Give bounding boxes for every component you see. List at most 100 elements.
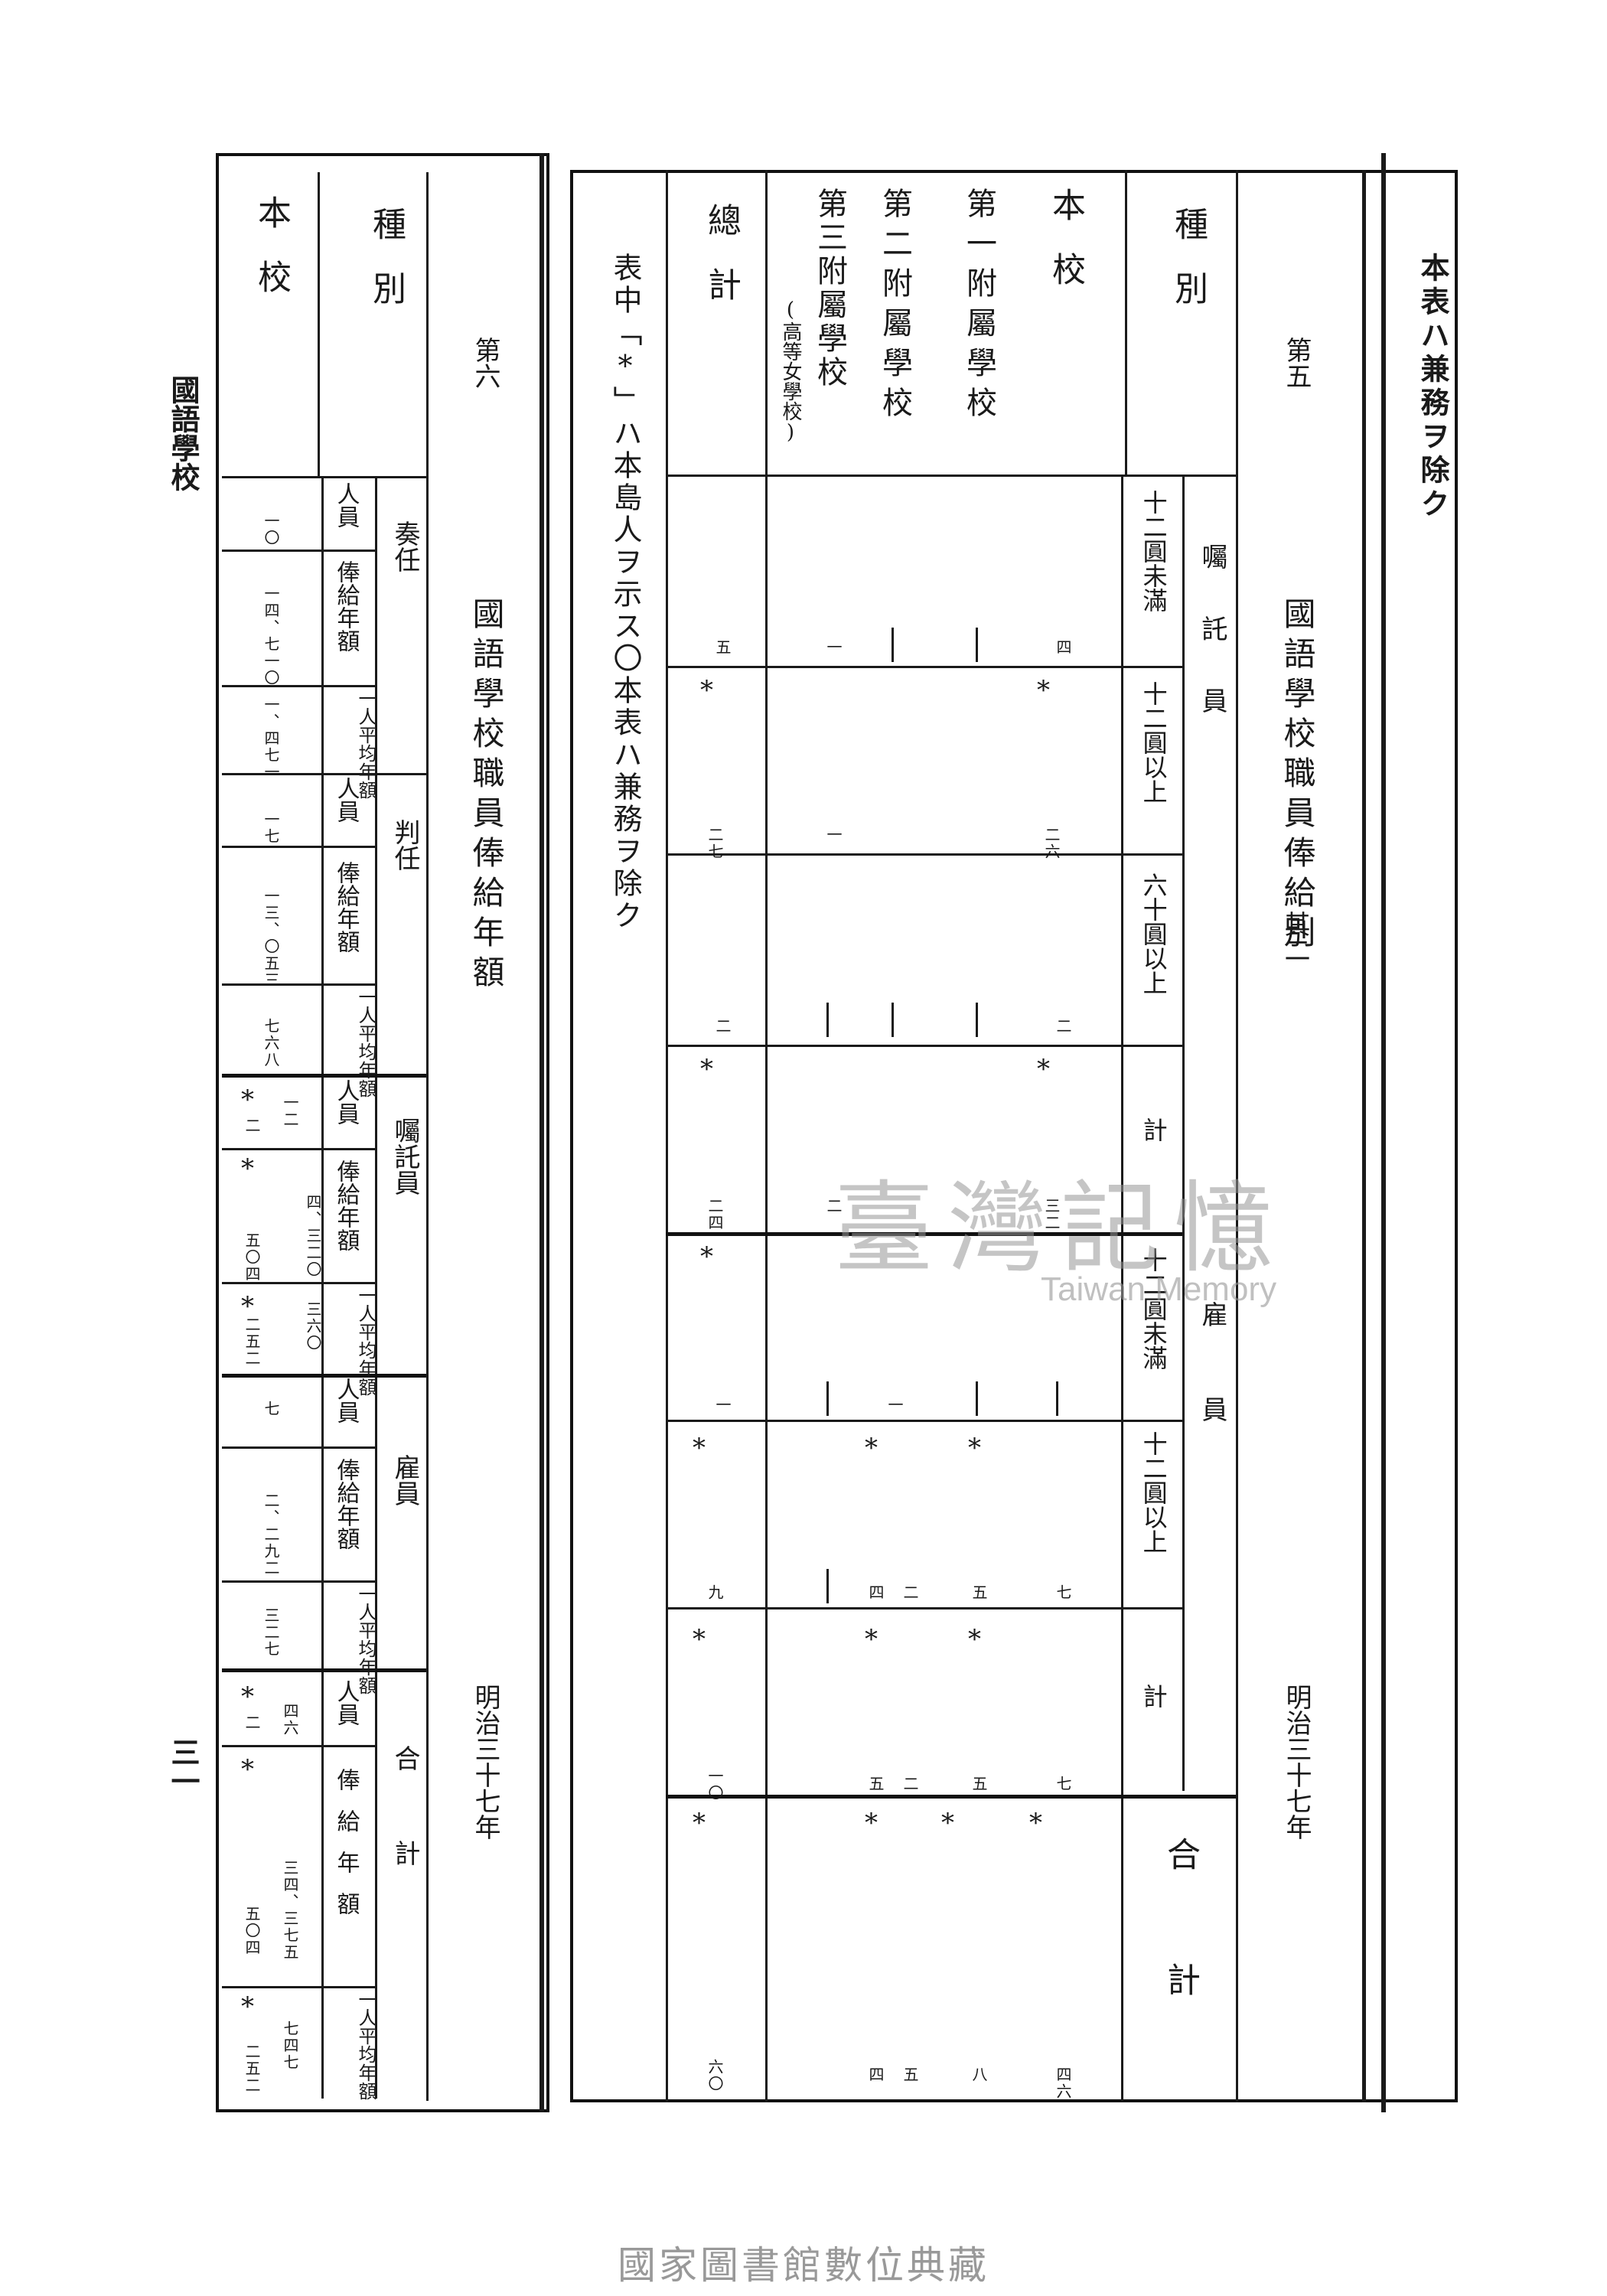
native-value: 二五二 (243, 2043, 261, 2094)
group-yatoi: 雇員 (390, 1454, 420, 1506)
value-cell: 七四七 (281, 2020, 299, 2071)
cell: 七 (1054, 1776, 1072, 1792)
row-rule (222, 685, 375, 687)
band-rule (666, 1420, 1182, 1422)
value-cell: 一、四七一 (262, 696, 280, 781)
cell: 一〇 (706, 1768, 724, 1802)
cell: 五 (970, 1776, 988, 1792)
cell: 四 (1054, 639, 1072, 656)
cell: 六〇 (706, 2059, 724, 2092)
band-rule (666, 1607, 1182, 1609)
cell: 九 (706, 1584, 724, 1601)
col-header: 十二圓未滿 (1139, 1247, 1169, 1370)
running-head: 國語學校 (166, 375, 200, 491)
row-header-first: 第一附屬學校 (961, 188, 996, 426)
tick-mark (826, 1569, 829, 1603)
value-cell: 一〇 (262, 513, 280, 546)
subheader-count: 人員 (332, 482, 360, 528)
cell: 四 (866, 2066, 885, 2083)
cell: 八 (970, 2066, 988, 2083)
row-rule (222, 550, 375, 552)
col-rule (318, 172, 320, 478)
row-rule (222, 1986, 375, 1988)
table5-subtitle: 其二 (1279, 911, 1310, 963)
frame-rule (1362, 170, 1366, 2102)
group-rule (222, 1668, 426, 1672)
subheader-average: 一人平均年額 (355, 1990, 376, 2100)
cell: 二 (824, 1198, 843, 1215)
native-value: 二 (243, 1117, 261, 1134)
cell: 四六 (1054, 2066, 1072, 2100)
group-rule (222, 1074, 426, 1078)
row-header-main: 本校 (1046, 188, 1085, 316)
tick-mark (826, 1381, 829, 1416)
subheader-average: 一人平均年額 (355, 689, 376, 799)
table5-number: 第五 (1281, 337, 1312, 389)
school-header: 本校 (252, 195, 291, 324)
value-cell: 三六〇 (304, 1301, 322, 1352)
group-yatoi: 雇員 (1197, 1301, 1227, 1491)
cell: 一 (885, 1397, 904, 1414)
native-marker: * (941, 1808, 954, 1838)
subheader-salary: 俸給年額 (332, 1768, 360, 1933)
table6-number: 第六 (470, 337, 500, 389)
subheader-count: 人員 (332, 777, 360, 823)
cell: 七 (1054, 1584, 1072, 1601)
row-rule (222, 1580, 375, 1583)
group-sonin: 奏任 (390, 520, 420, 572)
table5-frame (570, 170, 1458, 2102)
native-marker: * (700, 1241, 713, 1272)
row-rule (222, 1745, 375, 1747)
col-header: 計 (1139, 1117, 1169, 1142)
table5-note: 表中「*」ハ本島人ヲ示ス〇本表ハ兼務ヲ除ク (608, 253, 642, 932)
tick-mark (892, 628, 894, 662)
right-note: 本表ハ兼務ヲ除ク (1416, 253, 1450, 522)
tick-mark (826, 1003, 829, 1037)
band-rule (666, 1795, 1236, 1799)
subheader-count: 人員 (332, 1079, 360, 1125)
native-marker: * (1037, 675, 1050, 706)
row-rule (222, 846, 375, 848)
col-header: 計 (1139, 1684, 1169, 1708)
native-marker: * (241, 1991, 254, 2022)
native-marker: * (693, 1808, 706, 1838)
col-rule (375, 476, 377, 2099)
col-header: 十二圓以上 (1139, 1431, 1169, 1554)
cell: 二 (901, 1776, 919, 1792)
band-rule (666, 853, 1182, 856)
native-marker: * (241, 1084, 254, 1115)
tick-mark (1056, 1381, 1058, 1416)
cell: 二四 (706, 1198, 724, 1231)
page-number: 三一 (166, 1737, 200, 1795)
total-header: 合計 (1161, 1837, 1200, 2088)
cell: 二六 (1042, 827, 1061, 860)
subheader-average: 一人平均年額 (355, 1286, 376, 1396)
value-cell: 七 (262, 1401, 280, 1417)
col-rule (1121, 475, 1123, 2101)
group-hannin: 判任 (390, 819, 420, 871)
group-shokutaku: 囑託員 (1197, 543, 1227, 759)
subheader-salary: 俸給年額 (332, 560, 360, 652)
tick-mark (892, 1003, 894, 1037)
value-cell: 三二七 (262, 1607, 280, 1658)
subheader-count: 人員 (332, 1680, 360, 1726)
cell: 一 (713, 1397, 732, 1414)
native-marker: * (693, 1433, 706, 1463)
row-header-third: 第三附屬學校 (812, 188, 847, 390)
col-rule (666, 170, 668, 2102)
tick-mark (976, 628, 978, 662)
native-marker: * (865, 1433, 878, 1463)
cell: 五 (866, 1776, 885, 1792)
native-marker: * (241, 1754, 254, 1785)
col-rule (1125, 170, 1127, 476)
native-marker: * (865, 1624, 878, 1655)
col-rule (765, 170, 768, 2102)
cell: 二 (901, 1584, 919, 1601)
subheader-count: 人員 (332, 1378, 360, 1424)
value-cell: 一三、〇五三 (262, 888, 280, 989)
row-header-third-note: (高等女學校) (779, 298, 802, 444)
group-shokutaku: 囑託員 (390, 1117, 420, 1195)
row-header-total: 總計 (702, 203, 741, 331)
row-rule (222, 983, 375, 986)
tick-mark (976, 1003, 978, 1037)
